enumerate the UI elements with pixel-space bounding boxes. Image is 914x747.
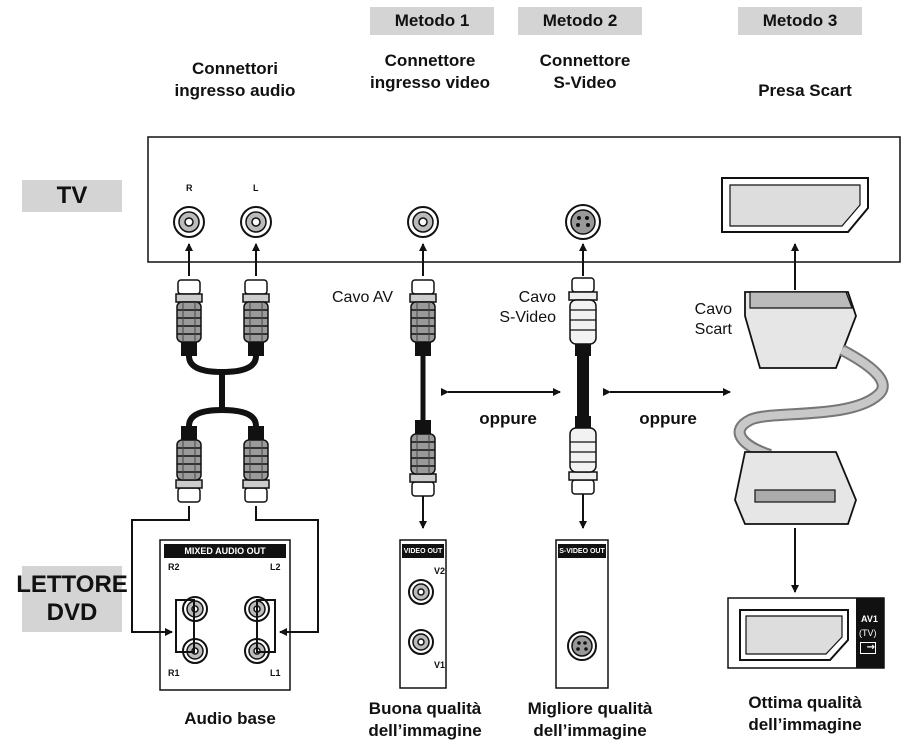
av1-label: AV1 <box>861 614 878 624</box>
or-label-2: oppure <box>639 409 697 428</box>
dvd-player-label: LETTORE DVD <box>16 566 128 632</box>
scart-connector-label: Presa Scart <box>758 81 852 100</box>
jack-l2-label: L2 <box>270 562 281 572</box>
audio-cable <box>175 279 270 503</box>
tv-jack-l <box>240 206 272 238</box>
av-cable <box>409 279 437 529</box>
jack-r2-label: R2 <box>168 562 180 572</box>
caption-scart: Ottima qualità dell’immagine <box>748 693 862 734</box>
caption-audio: Audio base <box>184 709 276 728</box>
dvd-svideo-panel <box>555 539 609 689</box>
svideo-out-label: S-VIDEO OUT <box>558 544 606 558</box>
caption-video: Buona qualità dell’immagine <box>368 699 482 740</box>
or-label-1: oppure <box>479 409 537 428</box>
svideo-cable-label: Cavo S-Video <box>499 289 556 326</box>
dvd-audio-panel <box>159 539 291 691</box>
jack-v2-label: V2 <box>434 566 446 576</box>
jack-v1-label: V1 <box>434 660 446 670</box>
svideo-cable <box>568 277 598 529</box>
dvd-video-panel <box>399 539 447 689</box>
tv-jack-video <box>407 206 439 238</box>
jack-l1-label: L1 <box>270 668 281 678</box>
av1-tv-label: (TV) <box>859 628 877 638</box>
video-out-label: VIDEO OUT <box>402 544 444 558</box>
tv-scart-socket <box>721 177 869 233</box>
tv-jack-svideo <box>565 204 601 240</box>
method-2-header: Metodo 2 <box>518 7 642 35</box>
svideo-connector-label: Connettore S-Video <box>539 51 631 92</box>
method-1-header: Metodo 1 <box>370 7 494 35</box>
tv-label: TV <box>22 180 122 212</box>
method-3-header: Metodo 3 <box>738 7 862 35</box>
tv-jack-l-label: L <box>253 183 259 193</box>
scart-cable <box>733 291 889 593</box>
dvd-scart-socket <box>727 597 885 669</box>
av-cable-label: Cavo AV <box>332 289 394 306</box>
scart-cable-label: Cavo Scart <box>694 301 732 338</box>
audio-connectors-label: Connettori ingresso audio <box>174 59 296 100</box>
video-connector-label: Connettore ingresso video <box>370 51 490 92</box>
tv-jack-r <box>173 206 205 238</box>
jack-r1-label: R1 <box>168 668 180 678</box>
caption-svideo: Migliore qualità dell’immagine <box>527 699 653 740</box>
mixed-audio-out-label: MIXED AUDIO OUT <box>164 544 286 558</box>
tv-jack-r-label: R <box>186 183 193 193</box>
scart-out-icon: → <box>860 642 876 654</box>
